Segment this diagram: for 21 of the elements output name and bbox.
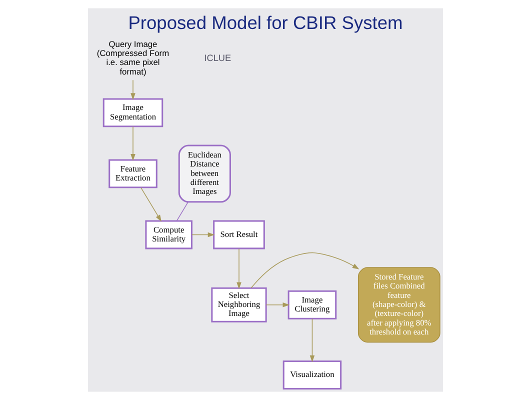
node-box: Select Neighboring Image [210,287,266,322]
arrow [236,248,241,290]
arrow [130,80,135,100]
connector [176,202,188,222]
label: ICLUE [204,52,231,63]
node-text: Query Image (Compressed Form i.e. same pixel format) [96,38,169,76]
node-box: Stored Feature files Combined feature (shape-color) & (texture-color) after applying 80% threshold on each [357,267,440,343]
node-box: Euclidean Distance between different Images [178,144,230,203]
arrow [130,126,135,161]
node-box: Sort Result [212,220,264,250]
node-box: Visualization [282,360,342,390]
node-box: Compute Similarity [144,220,192,250]
arrow [190,232,214,238]
node-box: Image Segmentation [102,98,163,128]
arrow [265,302,290,308]
diagram-title: Proposed Model for CBIR System [128,12,402,33]
arrow [309,318,314,362]
node-box: Feature Extraction [108,159,157,188]
arrow [250,252,359,288]
node-box: Image Clustering [287,290,336,320]
arrow [140,187,161,222]
